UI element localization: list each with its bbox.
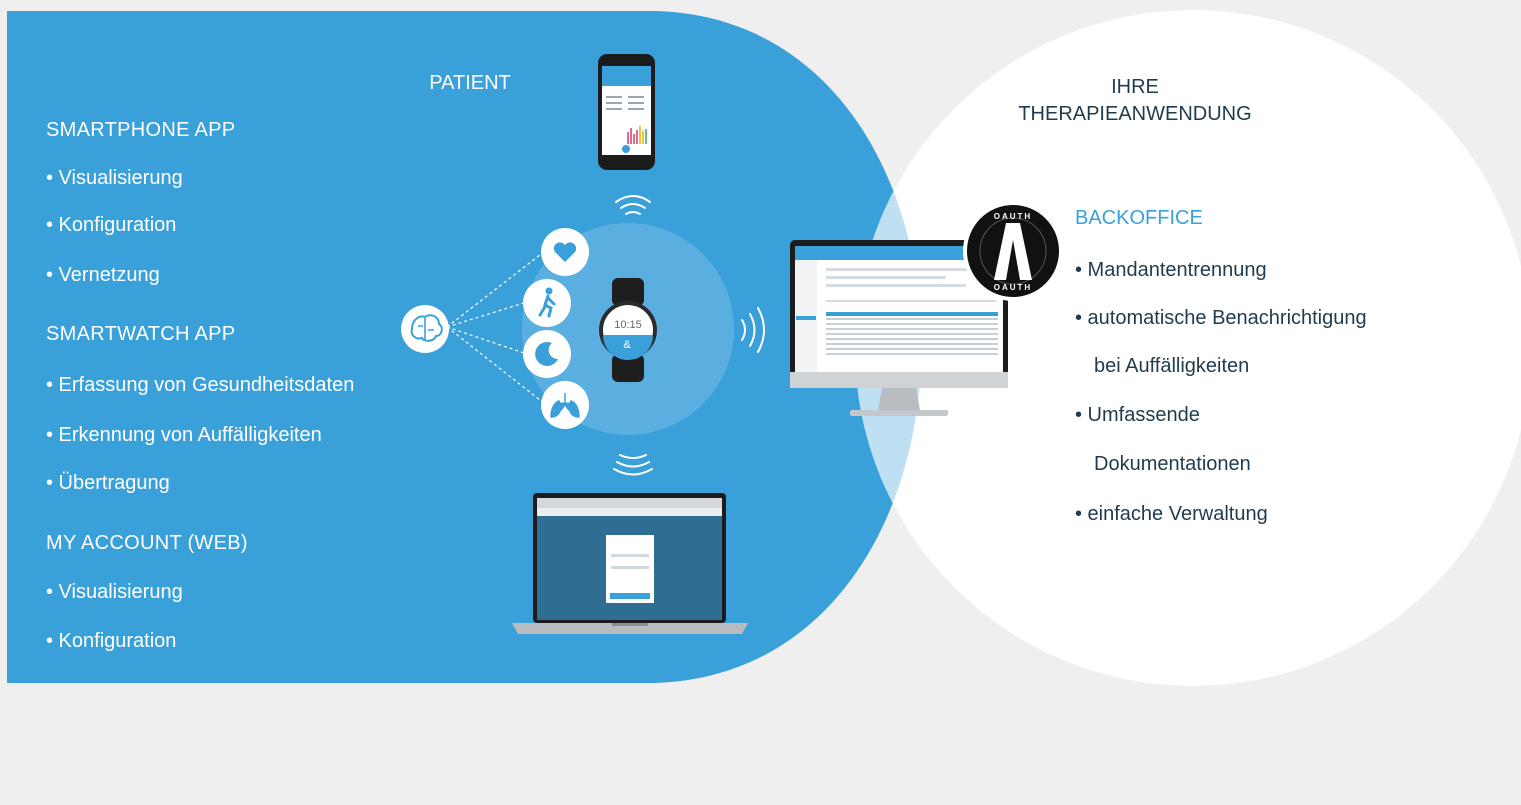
walking-icon bbox=[523, 279, 571, 327]
backoffice-monitor bbox=[790, 240, 1008, 416]
heart-icon bbox=[541, 228, 589, 276]
backoffice-heading: BACKOFFICE bbox=[1075, 207, 1203, 229]
ampersand-logo: & bbox=[623, 339, 631, 351]
wireless-signal-icon bbox=[615, 195, 651, 215]
oauth-logo-text-top: OAUTH bbox=[994, 212, 1032, 221]
smartphone bbox=[598, 54, 655, 170]
watch-time: 10:15 bbox=[614, 319, 642, 331]
section-heading-smartwatch: SMARTWATCH APP bbox=[46, 323, 236, 345]
sensor-connectors bbox=[446, 250, 546, 405]
therapy-title: IHRE THERAPIEANWENDUNG bbox=[985, 74, 1285, 128]
list-item: • Visualisierung bbox=[46, 167, 183, 189]
oauth-logo: OAUTH OAUTH bbox=[963, 201, 1063, 301]
list-item: • Mandantentrennung bbox=[1075, 259, 1267, 281]
list-item: • Konfiguration bbox=[46, 214, 177, 236]
lungs-icon bbox=[541, 381, 589, 429]
laptop bbox=[512, 493, 748, 634]
list-item: • einfache Verwaltung bbox=[1075, 503, 1268, 525]
moon-icon bbox=[523, 330, 571, 378]
therapy-title-line2: THERAPIEANWENDUNG bbox=[1018, 103, 1252, 125]
patient-title: PATIENT bbox=[429, 72, 511, 94]
therapy-circle bbox=[855, 10, 1521, 686]
list-item: Dokumentationen bbox=[1094, 453, 1251, 475]
list-item: • Übertragung bbox=[46, 472, 170, 494]
list-item: • Vernetzung bbox=[46, 264, 160, 286]
list-item: • automatische Benachrichtigung bbox=[1075, 307, 1367, 329]
list-item: • Visualisierung bbox=[46, 581, 183, 603]
section-heading-smartphone: SMARTPHONE APP bbox=[46, 119, 236, 141]
brain-icon bbox=[401, 305, 449, 353]
therapy-title-line1: IHRE bbox=[1111, 76, 1159, 98]
list-item: • Erfassung von Gesundheitsdaten bbox=[46, 374, 355, 396]
wireless-signal-icon-right bbox=[741, 307, 765, 353]
list-item: bei Auffälligkeiten bbox=[1094, 355, 1250, 377]
oauth-logo-text-bottom: OAUTH bbox=[994, 283, 1032, 292]
list-item: • Konfiguration bbox=[46, 630, 177, 652]
list-item: • Erkennung von Auffälligkeiten bbox=[46, 424, 322, 446]
smartwatch: 10:15 & bbox=[599, 278, 657, 382]
wireless-signal-icon-bottom bbox=[613, 454, 653, 476]
list-item: • Umfassende bbox=[1075, 404, 1200, 426]
section-heading-myaccount: MY ACCOUNT (WEB) bbox=[46, 532, 248, 554]
